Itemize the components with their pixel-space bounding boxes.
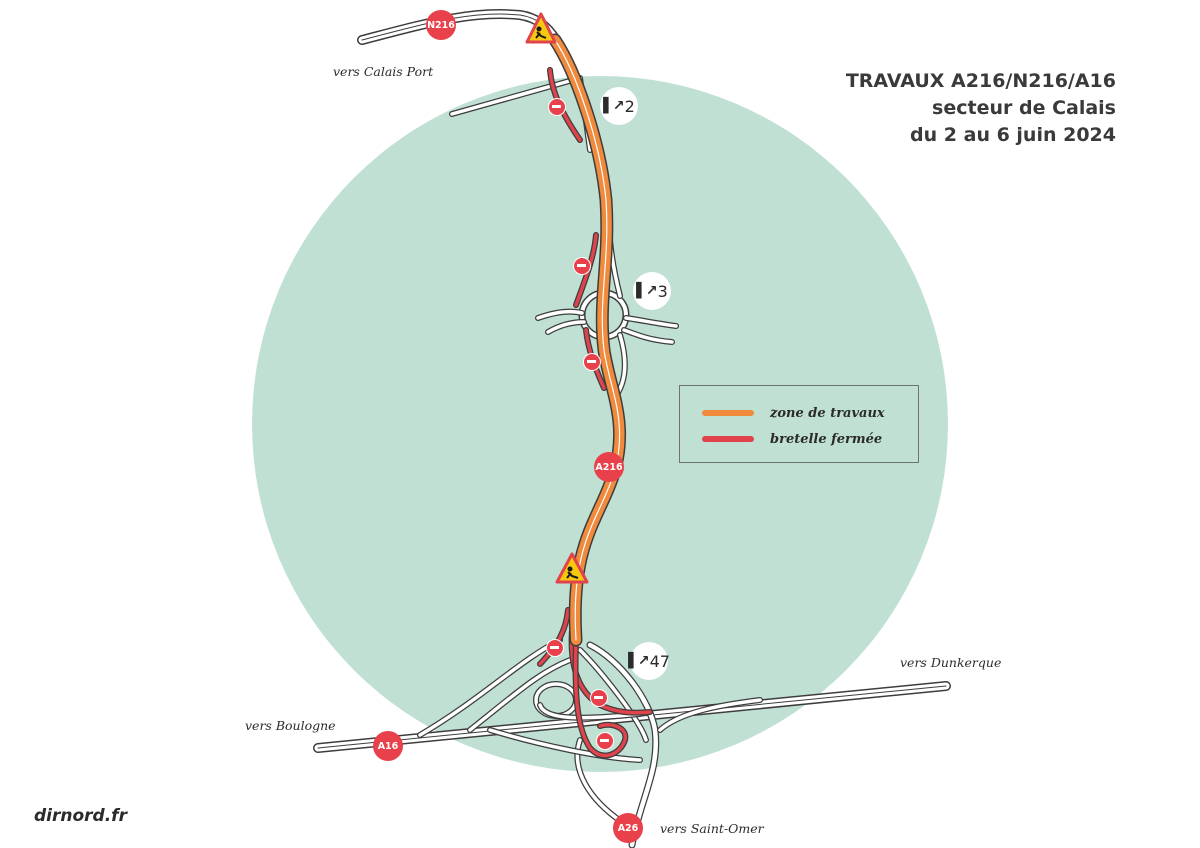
road-shield-n216: N216 <box>426 10 456 40</box>
interchange-3 <box>535 237 679 399</box>
exit-3-marker: ▌↗3 <box>633 272 671 310</box>
legend-works-label: zone de travaux <box>770 405 885 421</box>
roadworks-warning-icon <box>555 552 589 584</box>
map-legend: zone de travaux bretelle fermée <box>679 385 919 463</box>
exit-2-number: 2 <box>624 96 635 116</box>
exit-47-number: 47 <box>649 651 670 671</box>
legend-works-swatch <box>702 410 754 416</box>
works-area-circle <box>252 76 948 772</box>
title-line-1: TRAVAUX A216/N216/A16 <box>845 70 1116 92</box>
exit-arrow-icon: ▌↗ <box>636 283 657 299</box>
legend-works-zone: zone de travaux <box>702 403 885 423</box>
map-title: TRAVAUX A216/N216/A16 secteur de Calais … <box>846 68 1116 149</box>
legend-closed-label: bretelle fermée <box>770 431 883 447</box>
no-entry-icon <box>548 98 566 116</box>
interchange-47 <box>417 637 763 848</box>
destination-saint-omer: vers Saint-Omer <box>660 821 764 836</box>
no-entry-icon <box>583 353 601 371</box>
exit-3-number: 3 <box>657 281 668 301</box>
works-zone-a216 <box>548 33 627 647</box>
destination-dunkerque: vers Dunkerque <box>900 655 1002 670</box>
no-entry-icon <box>590 689 608 707</box>
title-line-2: secteur de Calais <box>932 97 1116 119</box>
title-line-3: du 2 au 6 juin 2024 <box>910 124 1116 146</box>
no-entry-icon <box>596 732 614 750</box>
road-shield-a216: A216 <box>594 452 624 482</box>
destination-calais-port: vers Calais Port <box>333 64 434 79</box>
exit-2-marker: ▌↗2 <box>600 87 638 125</box>
road-shield-a26: A26 <box>613 813 643 843</box>
road-shield-a16: A16 <box>373 731 403 761</box>
no-entry-icon <box>573 257 591 275</box>
exit-arrow-icon: ▌↗ <box>603 98 624 114</box>
exit-arrow-icon: ▌↗ <box>628 653 649 669</box>
no-entry-icon <box>546 639 564 657</box>
roadworks-warning-icon <box>525 12 557 44</box>
exit-47-marker: ▌↗47 <box>628 642 670 680</box>
n216-road <box>357 9 561 45</box>
legend-closed-ramp: bretelle fermée <box>702 429 882 449</box>
destination-boulogne: vers Boulogne <box>245 718 336 733</box>
legend-closed-swatch <box>702 436 754 442</box>
site-link[interactable]: dirnord.fr <box>34 806 127 826</box>
